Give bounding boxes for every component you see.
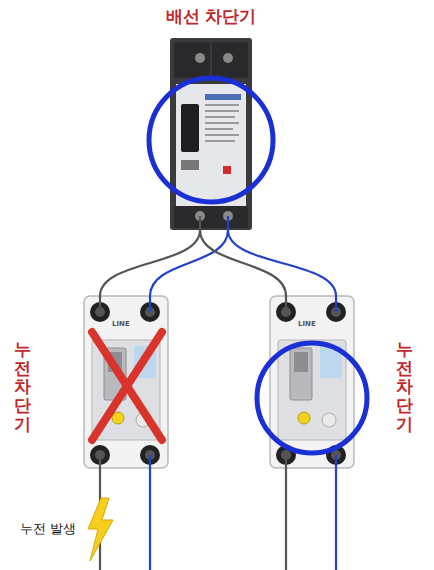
terminal-label: LINE <box>298 320 316 328</box>
wire <box>150 230 228 296</box>
main-breaker: 배선 차단기 <box>170 38 252 230</box>
event-label: 누전 발생 <box>20 521 76 537</box>
cross-mark <box>92 332 162 440</box>
vertical-label: 누전차단기 <box>396 340 413 433</box>
wire <box>100 230 200 296</box>
highlight-circle <box>257 343 367 453</box>
wire-pair <box>200 230 336 296</box>
wire-pair <box>100 230 228 296</box>
rcd-body-left <box>84 296 168 468</box>
wire <box>200 230 286 296</box>
device-title: 배선 차단기 <box>166 6 257 26</box>
wire <box>228 230 336 296</box>
vertical-label: 누전차단기 <box>14 340 31 433</box>
highlight-circle <box>149 78 273 202</box>
terminal-label: LINE <box>112 320 130 328</box>
lightning-bolt <box>88 498 113 561</box>
